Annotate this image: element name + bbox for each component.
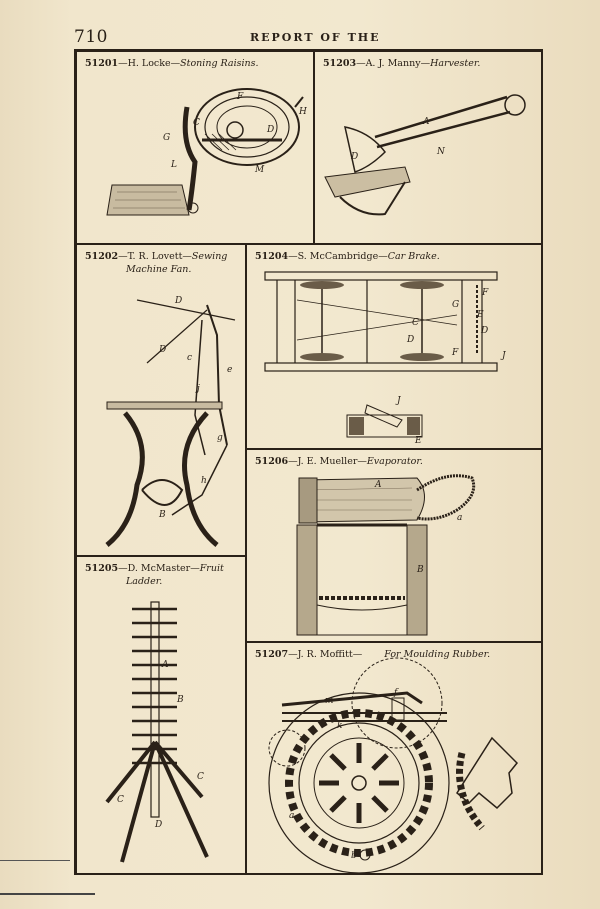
svg-text:B: B xyxy=(158,510,166,520)
figure-51205: 51205—D. McMaster—Fruit Ladder. A B C C … xyxy=(76,556,246,875)
figure-caption-line2: Machine Fan. xyxy=(126,264,192,275)
svg-text:A: A xyxy=(374,480,382,490)
svg-text:B: B xyxy=(416,565,424,575)
svg-text:C: C xyxy=(197,772,204,782)
svg-text:L: L xyxy=(170,160,177,170)
svg-text:c: c xyxy=(187,353,192,363)
svg-text:F: F xyxy=(451,348,459,358)
svg-text:A: A xyxy=(422,117,430,127)
rule-line xyxy=(0,860,70,861)
figure-caption: 51205—D. McMaster—Fruit xyxy=(85,563,224,574)
svg-text:F: F xyxy=(236,92,244,102)
sewing-machine-fan-illustration: D D e j c g h B xyxy=(105,296,236,547)
svg-text:D: D xyxy=(174,296,182,306)
page-number: 710 xyxy=(74,27,108,47)
svg-text:C: C xyxy=(412,318,419,328)
page-running-title: REPORT OF THE xyxy=(250,31,381,44)
plate-frame: 51201—H. Locke—Stoning Raisins. H F C D … xyxy=(74,49,543,875)
svg-text:G: G xyxy=(163,133,170,143)
svg-text:D: D xyxy=(350,152,358,162)
svg-text:a: a xyxy=(289,811,294,821)
figure-51202: 51202—T. R. Lovett—Sewing Machine Fan. D… xyxy=(76,244,246,556)
svg-text:B: B xyxy=(176,695,184,705)
svg-text:D: D xyxy=(480,326,488,336)
svg-text:N: N xyxy=(436,147,446,157)
svg-text:D: D xyxy=(154,820,162,830)
svg-text:F: F xyxy=(481,288,489,298)
car-brake-illustration: G F E D C D F J J E xyxy=(264,271,507,446)
svg-text:m: m xyxy=(325,696,334,706)
figure-caption: 51201—H. Locke—Stoning Raisins. xyxy=(85,58,259,69)
svg-text:f: f xyxy=(393,688,399,698)
figure-caption: 51203—A. J. Manny—Harvester. xyxy=(323,58,481,69)
rubber-moulding-illustration: m f k a b xyxy=(268,657,519,874)
svg-text:j: j xyxy=(195,384,200,394)
svg-text:b: b xyxy=(351,851,357,861)
svg-text:M: M xyxy=(254,165,265,175)
svg-text:a: a xyxy=(457,513,462,523)
svg-text:C: C xyxy=(193,118,200,128)
svg-text:D: D xyxy=(266,125,274,135)
figure-caption: 51202—T. R. Lovett—Sewing xyxy=(85,251,228,262)
svg-text:E: E xyxy=(476,310,484,320)
figure-caption: 51206—J. E. Mueller—Evaporator. xyxy=(255,456,423,467)
figure-51203: 51203—A. J. Manny—Harvester. A N D xyxy=(314,51,543,244)
svg-text:J: J xyxy=(500,351,507,361)
raisin-stoner-illustration: H F C D G L M xyxy=(106,88,307,216)
svg-text:e: e xyxy=(227,365,232,375)
svg-text:h: h xyxy=(201,476,207,486)
figure-51207: 51207—J. R. Moffitt—For Moulding Rubber. xyxy=(246,642,543,875)
svg-text:D: D xyxy=(158,345,166,355)
svg-text:E: E xyxy=(414,436,422,446)
svg-text:g: g xyxy=(217,433,223,443)
svg-text:G: G xyxy=(452,300,459,310)
figure-caption: 51207—J. R. Moffitt—For Moulding Rubber. xyxy=(255,649,491,660)
figure-caption-line2: Ladder. xyxy=(126,576,163,587)
figure-caption: 51204—S. McCambridge—Car Brake. xyxy=(255,251,440,262)
fruit-ladder-illustration: A B C C D xyxy=(105,601,209,863)
figure-51206: 51206—J. E. Mueller—Evaporator. A a B xyxy=(246,449,543,642)
svg-text:C: C xyxy=(117,795,124,805)
evaporator-illustration: A a B xyxy=(296,474,476,636)
svg-text:J: J xyxy=(395,396,402,406)
figure-51204: 51204—S. McCambridge—Car Brake. G F E xyxy=(246,244,543,449)
svg-text:k: k xyxy=(337,721,342,731)
figure-51201: 51201—H. Locke—Stoning Raisins. H F C D … xyxy=(76,51,314,244)
rule-line xyxy=(0,893,95,895)
harvester-illustration: A N D xyxy=(324,94,526,216)
svg-text:D: D xyxy=(406,335,414,345)
svg-text:A: A xyxy=(161,660,169,670)
svg-text:H: H xyxy=(298,107,307,117)
